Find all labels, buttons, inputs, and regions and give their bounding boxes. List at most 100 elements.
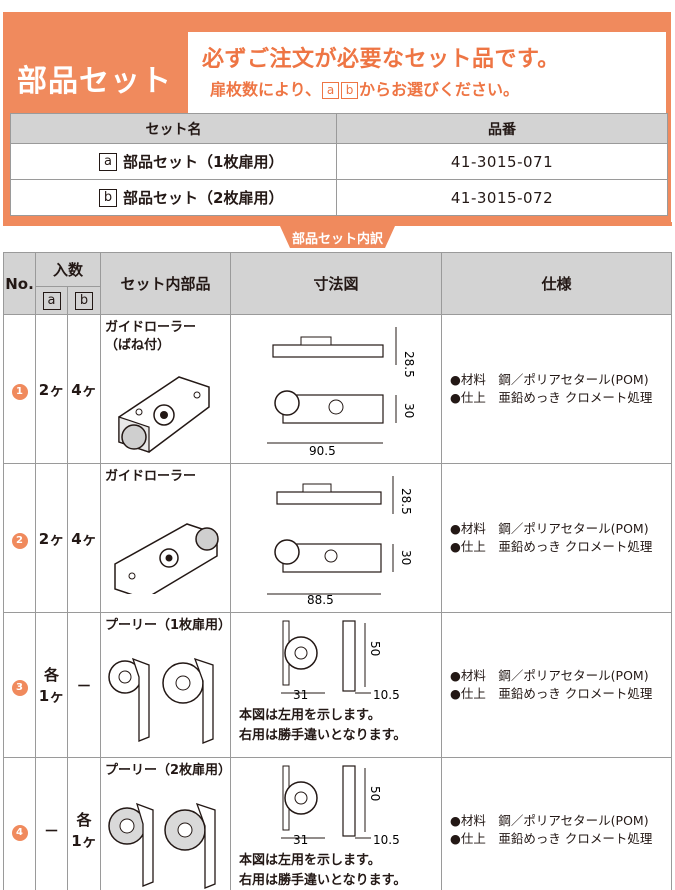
pulley-double-illustration xyxy=(108,802,216,889)
box-b-label: b xyxy=(341,82,359,99)
dim-width-label: 88.5 xyxy=(307,593,334,607)
dim-height-label: 50 xyxy=(368,786,382,801)
dim-w1-label: 31 xyxy=(293,688,308,702)
spec-cell: ●材料 鋼／ポリアセタール(POM) ●仕上 亜鉛めっき クロメート処理 xyxy=(441,612,673,758)
table-row: 2 2ヶ 4ヶ ガイドローラー 28.5 xyxy=(3,463,673,613)
spec-cell: ●材料 鋼／ポリアセタール(POM) ●仕上 亜鉛めっき クロメート処理 xyxy=(441,757,673,890)
dim-w2-label: 10.5 xyxy=(373,688,400,702)
dimension-cell: 28.5 30 88.5 xyxy=(230,463,443,613)
qty-a: 2ヶ xyxy=(35,463,68,613)
note-right: 右用は勝手違いとなります。 xyxy=(239,728,407,743)
set-part-number: 41-3015-071 xyxy=(336,143,668,180)
dim-height-label: 50 xyxy=(368,641,382,656)
dimension-cell: 50 31 10.5 本図は左用を示します。 右用は勝手違いとなります。 xyxy=(230,612,443,758)
table-row: 3 各 1ヶ － プーリー（1枚扉用） xyxy=(3,612,673,758)
no-header: No. xyxy=(3,252,36,315)
qty-b: － xyxy=(66,612,102,758)
spec-cell: ●材料 鋼／ポリアセタール(POM) ●仕上 亜鉛めっき クロメート処理 xyxy=(441,463,673,613)
dimension-drawing: 28.5 30 88.5 xyxy=(267,476,413,607)
part-cell: ガイドローラー （ばね付） xyxy=(100,314,232,464)
dim-depth-label: 30 xyxy=(402,403,416,418)
header-sub-prefix: 扉枚数により、 xyxy=(210,80,322,99)
part-cell: プーリー（2枚扉用） xyxy=(100,757,232,890)
row-number-badge: 1 xyxy=(11,383,28,400)
dimension-cell: 50 31 10.5 本図は左用を示します。 右用は勝手違いとなります。 xyxy=(230,757,443,890)
spec-material: ●材料 鋼／ポリアセタール(POM) xyxy=(450,813,649,828)
dimension-drawing: 50 31 10.5 xyxy=(281,620,400,702)
qty-header: 入数 xyxy=(34,252,102,287)
breakdown-banner xyxy=(3,222,672,248)
qty-b: 4ヶ xyxy=(66,314,102,464)
part-name: プーリー（1枚扉用） xyxy=(105,618,232,633)
guide-roller-illustration xyxy=(114,523,219,594)
note-right: 右用は勝手違いとなります。 xyxy=(239,873,407,888)
box-a-label: a xyxy=(322,82,340,99)
spec-cell: ●材料 鋼／ポリアセタール(POM) ●仕上 亜鉛めっき クロメート処理 xyxy=(441,314,673,464)
breakdown-label: 部品セット内訳 xyxy=(291,232,383,247)
qty-a-each: 各 xyxy=(43,666,59,684)
dimension-cell: 28.5 30 90.5 xyxy=(230,314,443,464)
spec-material: ●材料 鋼／ポリアセタール(POM) xyxy=(450,372,649,387)
qty-a: 2ヶ xyxy=(35,314,68,464)
dim-w1-label: 31 xyxy=(293,833,308,847)
spec-header: 仕様 xyxy=(441,252,673,315)
dim-depth-label: 30 xyxy=(399,550,413,565)
dimension-header: 寸法図 xyxy=(230,252,443,315)
header-title: 部品セット xyxy=(17,64,172,99)
dimension-drawing: 28.5 30 90.5 xyxy=(267,327,416,458)
dimension-drawing: 50 31 10.5 xyxy=(281,765,400,847)
qty-a: － xyxy=(35,757,68,890)
spec-finish: ●仕上 亜鉛めっき クロメート処理 xyxy=(450,686,653,701)
row-number-badge: 2 xyxy=(11,532,28,549)
qty-b: 各 1ヶ xyxy=(66,757,102,890)
qty-a: 各 1ヶ xyxy=(35,612,68,758)
dim-w2-label: 10.5 xyxy=(373,833,400,847)
spec-material: ●材料 鋼／ポリアセタール(POM) xyxy=(450,668,649,683)
part-cell: プーリー（1枚扉用） xyxy=(100,612,232,758)
spec-finish: ●仕上 亜鉛めっき クロメート処理 xyxy=(450,390,653,405)
dim-width-label: 90.5 xyxy=(309,444,336,458)
spec-material: ●材料 鋼／ポリアセタール(POM) xyxy=(450,521,649,536)
qty-a-header: a xyxy=(35,286,68,315)
qty-a-count: 1ヶ xyxy=(38,687,65,705)
table-row: 4 － 各 1ヶ プーリー（2枚扉用） xyxy=(3,757,673,890)
row-number-badge: 3 xyxy=(11,679,28,696)
row-number: 3 xyxy=(3,612,36,758)
spec-finish: ●仕上 亜鉛めっき クロメート処理 xyxy=(450,831,653,846)
part-header: セット内部品 xyxy=(100,252,232,315)
dim-height-label: 28.5 xyxy=(402,351,416,378)
spec-finish: ●仕上 亜鉛めっき クロメート処理 xyxy=(450,539,653,554)
note-left: 本図は左用を示します。 xyxy=(239,708,381,723)
part-number-header: 品番 xyxy=(336,113,668,144)
part-name: ガイドローラー xyxy=(105,469,197,484)
breakdown-table: No. 入数 セット内部品 寸法図 仕様 a b 1 2ヶ 4ヶ ガイドローラー… xyxy=(3,252,673,890)
part-name-sub: （ばね付） xyxy=(105,338,171,353)
guide-roller-spring-illustration xyxy=(118,376,210,453)
table-row: 1 2ヶ 4ヶ ガイドローラー （ばね付） xyxy=(3,314,673,464)
qty-b-header: b xyxy=(66,286,102,315)
header-sub-suffix: からお選びください。 xyxy=(359,80,520,99)
set-name: 部品セット（1枚扉用） xyxy=(123,153,284,171)
part-name: プーリー（2枚扉用） xyxy=(105,763,232,778)
row-number-badge: 4 xyxy=(11,824,28,841)
pulley-single-illustration xyxy=(108,657,214,744)
qty-b-each: 各 xyxy=(76,811,92,829)
row-number: 2 xyxy=(3,463,36,613)
qty-b-count: 1ヶ xyxy=(71,832,97,850)
note-left: 本図は左用を示します。 xyxy=(239,853,381,868)
header-headline: 必ずご注文が必要なセット品です。 xyxy=(202,47,560,72)
row-number: 4 xyxy=(3,757,36,890)
set-part-number: 41-3015-072 xyxy=(336,179,668,216)
qty-b: 4ヶ xyxy=(66,463,102,613)
set-name-header: セット名 xyxy=(10,113,337,144)
part-cell: ガイドローラー xyxy=(100,463,232,613)
row-number: 1 xyxy=(3,314,36,464)
part-name: ガイドローラー xyxy=(105,320,197,335)
